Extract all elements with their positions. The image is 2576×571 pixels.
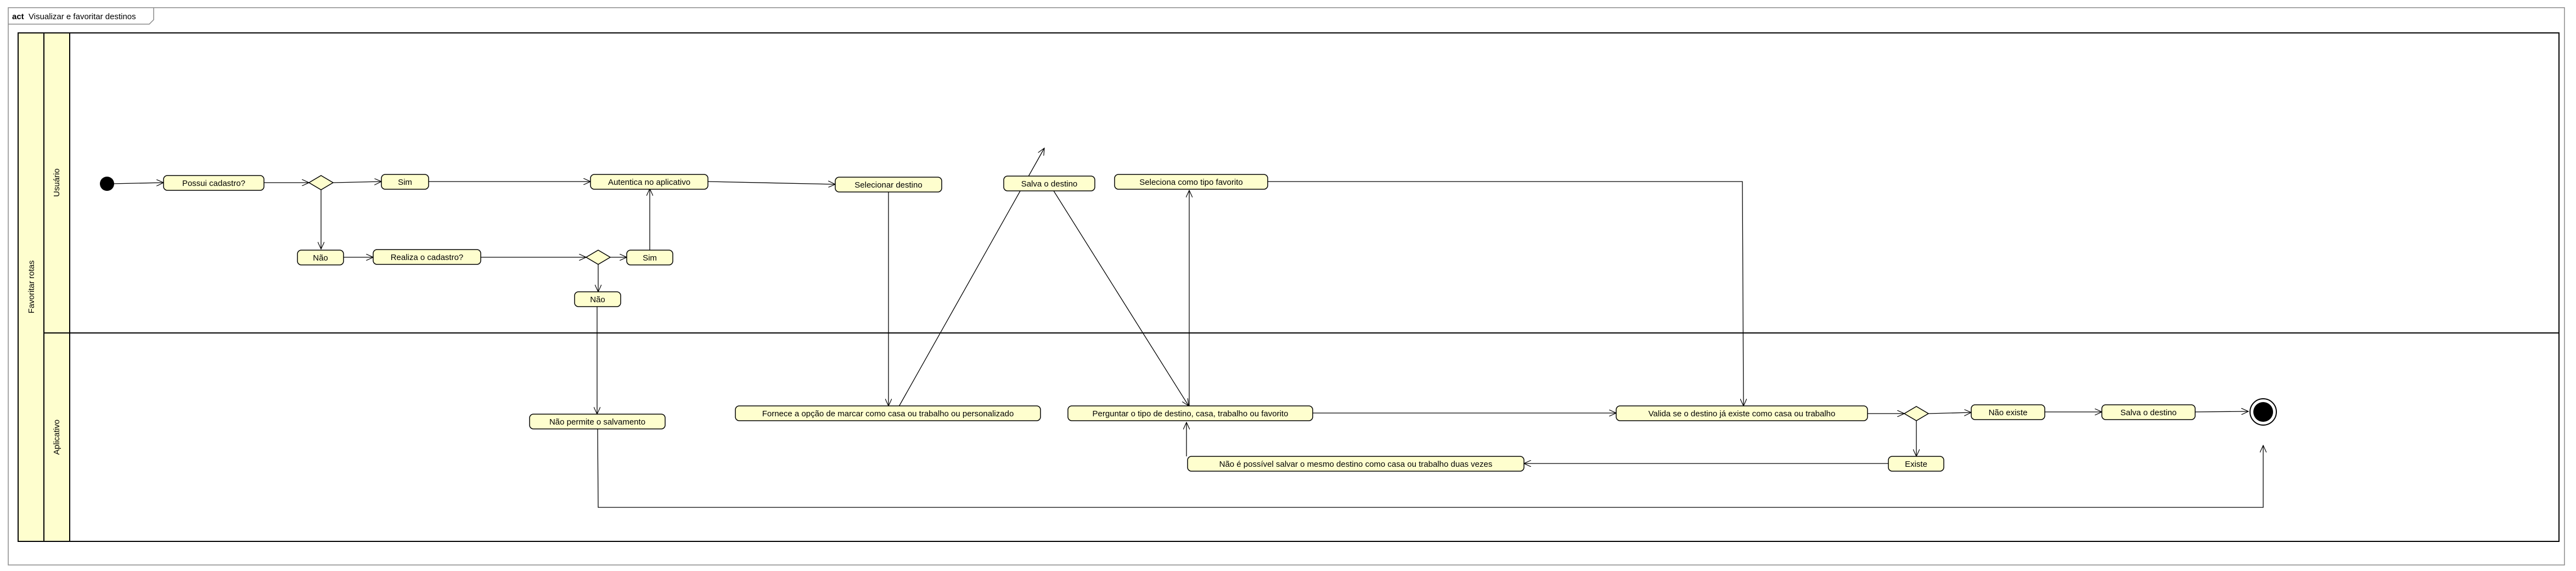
svg-text:Valida se o destino já existe: Valida se o destino já existe como casa … bbox=[1649, 409, 1836, 419]
edge-salva-usuario-to-perguntar bbox=[1053, 190, 1189, 406]
node-autentica: Autentica no aplicativo bbox=[590, 174, 708, 190]
svg-text:Não: Não bbox=[590, 295, 605, 304]
node-existe: Existe bbox=[1888, 456, 1944, 472]
edge-decision1-to-sim1 bbox=[333, 182, 381, 183]
partition-header bbox=[18, 32, 44, 542]
edge-salva-app-to-end bbox=[2195, 411, 2248, 412]
lane-label-usuario: Usuário bbox=[52, 168, 61, 197]
edge-seleciona-to-valida bbox=[1268, 181, 1743, 406]
node-seleciona-favorito: Seleciona como tipo favorito bbox=[1114, 174, 1268, 190]
node-nao-possivel: Não é possível salvar o mesmo destino co… bbox=[1187, 456, 1525, 472]
initial-node bbox=[100, 177, 114, 191]
svg-text:Selecionar destino: Selecionar destino bbox=[854, 180, 922, 190]
node-fornece-opcao: Fornece a opção de marcar como casa ou t… bbox=[735, 405, 1041, 421]
node-nao-permite: Não permite o salvamento bbox=[529, 414, 666, 429]
lane-header-usuario bbox=[43, 32, 70, 333]
node-nao-2: Não bbox=[574, 291, 621, 307]
svg-text:Possui cadastro?: Possui cadastro? bbox=[182, 179, 245, 188]
svg-text:Existe: Existe bbox=[1905, 460, 1927, 469]
node-selecionar-destino: Selecionar destino bbox=[835, 177, 942, 193]
svg-text:Não permite o salvamento: Não permite o salvamento bbox=[549, 417, 645, 427]
node-valida-existe: Valida se o destino já existe como casa … bbox=[1616, 405, 1868, 421]
svg-text:Seleciona como tipo favorito: Seleciona como tipo favorito bbox=[1139, 178, 1242, 187]
partition-label: Favoritar rotas bbox=[27, 261, 36, 314]
final-node bbox=[2249, 398, 2277, 426]
decision-realiza-cadastro bbox=[585, 250, 611, 265]
svg-text:Realiza o cadastro?: Realiza o cadastro? bbox=[391, 253, 464, 262]
node-sim-1: Sim bbox=[381, 174, 429, 190]
svg-text:Sim: Sim bbox=[398, 178, 412, 187]
node-nao-1: Não bbox=[297, 250, 344, 265]
edges bbox=[110, 148, 2263, 508]
svg-text:Fornece a opção de marcar como: Fornece a opção de marcar como casa ou t… bbox=[762, 409, 1014, 419]
action-nodes: Possui cadastro? Sim Não Realiza o cadas… bbox=[163, 174, 2196, 472]
decision-destino-existe bbox=[1903, 406, 1930, 421]
svg-text:Não é possível salvar o mesmo: Não é possível salvar o mesmo destino co… bbox=[1219, 460, 1493, 469]
lane-label-aplicativo: Aplicativo bbox=[52, 420, 61, 455]
node-salva-destino-app: Salva o destino bbox=[2101, 404, 2196, 420]
node-sim-2: Sim bbox=[626, 250, 673, 265]
node-salva-destino-usuario: Salva o destino bbox=[1003, 176, 1095, 191]
diagram-frame: act Visualizar e favoritar destinos bbox=[8, 7, 2565, 566]
svg-text:Autentica no aplicativo: Autentica no aplicativo bbox=[608, 178, 690, 187]
svg-text:Sim: Sim bbox=[643, 253, 657, 263]
node-nao-existe: Não existe bbox=[1971, 404, 2045, 420]
svg-text:Perguntar o tipo de destino, c: Perguntar o tipo de destino, casa, traba… bbox=[1093, 409, 1289, 419]
svg-text:Salva o destino: Salva o destino bbox=[2121, 408, 2177, 417]
svg-text:Salva o destino: Salva o destino bbox=[1021, 179, 1078, 189]
edge-autentica-to-selecionar bbox=[707, 182, 835, 184]
node-possui-cadastro: Possui cadastro? bbox=[163, 175, 265, 191]
frame-keyword: act bbox=[12, 12, 24, 21]
svg-text:Não: Não bbox=[313, 253, 328, 263]
node-realiza-cadastro: Realiza o cadastro? bbox=[373, 249, 481, 265]
node-perguntar-tipo: Perguntar o tipo de destino, casa, traba… bbox=[1067, 405, 1313, 421]
svg-text:Não existe: Não existe bbox=[1989, 408, 2028, 417]
edge-start-to-possui bbox=[110, 183, 164, 184]
edge-decision3-to-nao-existe bbox=[1928, 412, 1971, 414]
edge-nao-permite-to-end bbox=[597, 428, 2263, 508]
decision-possui-cadastro bbox=[308, 175, 334, 190]
swimlanes: Favoritar rotas Usuário Aplicativo bbox=[18, 32, 2560, 542]
frame-title: Visualizar e favoritar destinos bbox=[29, 12, 136, 21]
